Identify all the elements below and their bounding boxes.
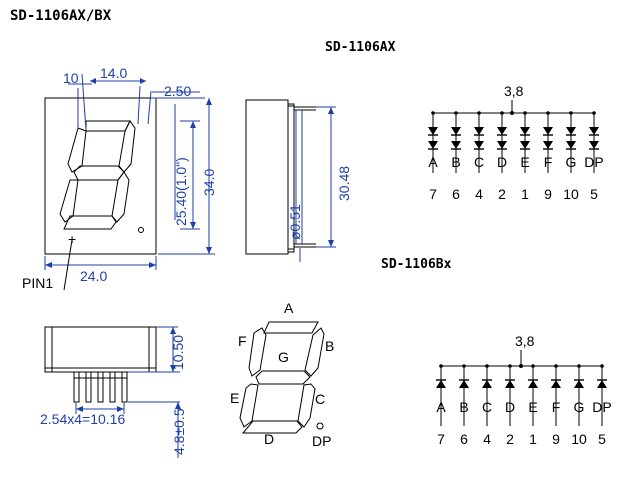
dim-14: 14.0 — [100, 65, 127, 81]
side-body-outline — [245, 99, 289, 255]
schematic_bx-segment-label: B — [459, 399, 468, 415]
schematic_ax-diode-a: A7 — [428, 111, 438, 202]
schematic_bx-diode-f: F9 — [551, 364, 561, 447]
schematic_ax-segment-label: DP — [584, 154, 603, 170]
dim-24: 24.0 — [80, 268, 107, 284]
seg-label-c: C — [315, 391, 325, 407]
schematic_bx-pin-label: 2 — [506, 431, 514, 447]
schematic_bx-diode-d: D2 — [505, 364, 515, 447]
pin1-label: PIN1 — [22, 275, 53, 291]
seg-label-dp: DP — [312, 433, 331, 449]
dim-4-8: 4.8±0.5 — [171, 408, 187, 455]
ax-title: SD-1106AX — [325, 40, 396, 55]
schematic_ax-segment-label: G — [566, 154, 577, 170]
schematic_ax-diode-g: G 10 — [563, 111, 579, 202]
seg-label-g: G — [278, 349, 289, 365]
schematic_ax-diode-f: F9 — [543, 111, 553, 202]
schematic_ax-pin-label: 7 — [429, 186, 437, 202]
dim-25-40: 25.40(1.0") — [173, 157, 189, 226]
schematic_bx-diode-b: B6 — [459, 364, 469, 447]
schematic_bx-pin-label: 4 — [483, 431, 491, 447]
dim-pitch: 2.54x4=10.16 — [40, 411, 125, 427]
seg-label-b: B — [325, 338, 334, 354]
front-view: + 10 14.0 2.50 25.40(1.0") 34.0 — [22, 65, 217, 291]
schematic_ax-diode-e: E1 — [520, 111, 530, 202]
schematic_bx-pin-label: 1 — [529, 431, 537, 447]
schematic_ax-pin-label: 10 — [563, 186, 579, 202]
schematic_bx-pin-label: 7 — [437, 431, 445, 447]
schematic_ax-segment-label: D — [497, 154, 507, 170]
bx-title: SD-1106Bx — [381, 257, 452, 272]
front-digit-outline — [59, 120, 144, 233]
schematic_bx-segment-label: D — [505, 399, 515, 415]
schematic_bx-segment-label: E — [528, 399, 537, 415]
seg-label-e: E — [230, 390, 239, 406]
schematic_bx-segment-label: A — [436, 399, 446, 415]
schematic_bx-segment-label: G — [574, 399, 585, 415]
schematic_ax-diode-c: C4 — [474, 111, 484, 202]
dim-0-51: ø0.51 — [287, 204, 303, 240]
seg-label-d: D — [264, 431, 274, 447]
schematic_bx-diode-c: C4 — [482, 364, 492, 447]
schematic_ax-segment-label: A — [428, 154, 438, 170]
schematic_bx-pin-label: 10 — [571, 431, 587, 447]
schematic_ax-segment-label: E — [520, 154, 529, 170]
schematic_ax-pin-label: 9 — [544, 186, 552, 202]
schematic_ax-segment-label: F — [544, 154, 553, 170]
schematic_ax-pin-label: 5 — [590, 186, 598, 202]
schematic_ax-pin-label: 2 — [498, 186, 506, 202]
schematic_bx-pin-label: 9 — [552, 431, 560, 447]
dim-10: 10 — [63, 70, 79, 86]
bx-common-label: 3,8 — [515, 333, 535, 349]
side-view: ø0.51 30.48 — [245, 99, 352, 262]
ax-common-label: 3,8 — [504, 83, 524, 99]
main-title: SD-1106AX/BX — [10, 8, 112, 24]
schematic_bx-diode-a: A7 — [436, 364, 446, 447]
dim-2-50: 2.50 — [164, 83, 191, 99]
bottom-body-outline — [44, 326, 157, 373]
seg-label-a: A — [284, 300, 294, 316]
schematic_ax-segment-label: B — [451, 154, 460, 170]
pin1-mark: + — [68, 231, 76, 247]
schematic_ax-diode-b: B6 — [451, 111, 461, 202]
schematic_ax-pin-label: 1 — [521, 186, 529, 202]
dim-34: 34.0 — [201, 169, 217, 196]
schematic_bx-segment-label: DP — [592, 399, 611, 415]
schematic_ax-segment-label: C — [474, 154, 484, 170]
schematic_bx-segment-label: F — [552, 399, 561, 415]
schematic_ax-diode-dp: DP 5 — [584, 111, 604, 202]
schematic_ax-pin-label: 4 — [475, 186, 483, 202]
segment-digit: A B C D E F G DP — [230, 300, 334, 449]
schematic_bx-pin-label: 5 — [598, 431, 606, 447]
schematic_bx-segment-label: C — [482, 399, 492, 415]
schematic_ax-diode-d: D2 — [497, 111, 507, 202]
front-body-outline — [44, 97, 157, 255]
bottom-view: 10.50 2.54x4=10.16 4.8±0.5 — [40, 326, 187, 458]
schematic_bx-diode-dp: DP 5 — [592, 364, 612, 447]
seg-label-f: F — [238, 333, 247, 349]
schematic_ax-pin-label: 6 — [452, 186, 460, 202]
dim-10-50: 10.50 — [170, 335, 186, 370]
dim-30-48: 30.48 — [336, 166, 352, 201]
schematic_bx-diode-g: G 10 — [571, 364, 587, 447]
schematic_bx-pin-label: 6 — [460, 431, 468, 447]
schematic_bx-diode-e: E1 — [528, 364, 538, 447]
